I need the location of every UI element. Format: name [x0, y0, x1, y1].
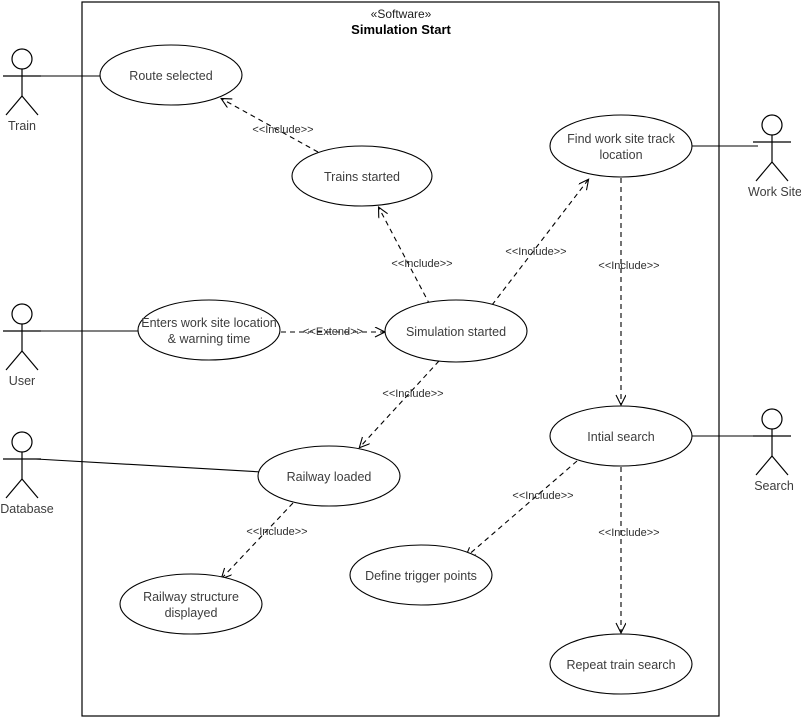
actor-label: Train [8, 119, 36, 133]
actor-leg-right-icon [21, 350, 39, 371]
use-case-label-line1: Enters work site location [141, 316, 277, 330]
actor-label: User [9, 374, 35, 388]
use-case-ellipse[interactable] [99, 44, 243, 106]
relationships-layer [222, 99, 621, 632]
use-case-label: Define trigger points [365, 569, 477, 583]
relationship-label-include-trains-to-route: <<Include>> [252, 124, 313, 136]
relationship-label-include-railway-to-structure: <<Include>> [246, 526, 307, 538]
use-case-ellipse[interactable] [549, 114, 693, 178]
use-case-repeat-train-search[interactable]: Repeat train search [549, 633, 693, 695]
actor-leg-left-icon [5, 350, 23, 371]
system-boundary [81, 1, 720, 717]
use-case-ellipse[interactable] [549, 405, 693, 467]
actor-head-icon [11, 431, 33, 453]
actor-label: Database [0, 502, 54, 516]
use-case-find-work-site-track-location[interactable]: Find work site track location [549, 114, 693, 178]
relationship-label-extend-enters-to-simulation: <<Extend>> [303, 326, 363, 338]
actor-leg-right-icon [21, 95, 39, 116]
use-case-enters-work-site-location-warning-time[interactable]: Enters work site location & warning time [137, 299, 281, 361]
associations-layer [35, 75, 758, 473]
actor-head-icon [761, 408, 783, 430]
use-case-railway-loaded[interactable]: Railway loaded [257, 445, 401, 507]
use-case-intial-search[interactable]: Intial search [549, 405, 693, 467]
use-case-ellipse[interactable] [291, 145, 433, 207]
use-case-ellipse[interactable] [257, 445, 401, 507]
actor-head-icon [11, 303, 33, 325]
actor-label: Search [754, 479, 794, 493]
use-case-label-line2: & warning time [168, 332, 251, 346]
actor-leg-right-icon [21, 478, 39, 499]
use-case-railway-structure-displayed[interactable]: Railway structure displayed [119, 573, 263, 635]
actor-work-site[interactable]: Work Site [748, 114, 801, 199]
relationship-simulation-started-to-find-track [491, 180, 588, 306]
actor-leg-left-icon [5, 95, 23, 116]
actor-leg-left-icon [755, 161, 773, 182]
relationship-labels-layer: <<Include>> <<Include>> <<Include>> <<Ex… [246, 124, 659, 539]
actor-database[interactable]: Database [0, 431, 54, 516]
use-case-label: Intial search [587, 430, 654, 444]
relationship-trains-started-to-route-selected [222, 99, 319, 153]
actor-leg-left-icon [755, 455, 773, 476]
use-case-ellipse[interactable] [137, 299, 281, 361]
use-case-label-line2: displayed [165, 606, 218, 620]
relationship-label-include-simulation-to-find-track: <<Include>> [505, 246, 566, 258]
use-cases-layer: Route selected Trains started Find work … [99, 44, 693, 695]
actor-head-icon [11, 48, 33, 70]
use-case-ellipse[interactable] [384, 299, 528, 363]
use-case-label: Trains started [324, 170, 400, 184]
use-case-label-line1: Railway structure [143, 590, 239, 604]
system-stereotype: «Software» [371, 7, 432, 21]
relationship-simulation-started-to-trains-started [379, 208, 431, 306]
actor-leg-right-icon [771, 455, 789, 476]
use-case-label: Simulation started [406, 325, 506, 339]
use-case-define-trigger-points[interactable]: Define trigger points [349, 544, 493, 606]
use-case-label: Route selected [129, 69, 212, 83]
actor-label: Work Site [748, 185, 801, 199]
actors-layer: Train User Database [0, 48, 801, 516]
relationship-railway-loaded-to-structure-displayed [222, 502, 294, 578]
system-title: Simulation Start [351, 22, 451, 37]
relationship-intial-search-to-define-trigger-points [466, 460, 578, 557]
use-case-label-line2: location [599, 148, 642, 162]
use-case-trains-started[interactable]: Trains started [291, 145, 433, 207]
use-case-label: Repeat train search [566, 658, 675, 672]
actor-leg-right-icon [771, 161, 789, 182]
relationship-simulation-started-to-railway-loaded [360, 360, 440, 447]
relationship-label-include-intial-search-to-repeat: <<Include>> [598, 527, 659, 539]
use-case-ellipse[interactable] [349, 544, 493, 606]
use-case-ellipse[interactable] [119, 573, 263, 635]
use-case-simulation-started[interactable]: Simulation started [384, 299, 528, 363]
actor-head-icon [761, 114, 783, 136]
use-case-route-selected[interactable]: Route selected [99, 44, 243, 106]
association-database-railway-loaded [35, 458, 263, 473]
use-case-label-line1: Find work site track [567, 132, 675, 146]
relationship-label-include-intial-search-to-trigger-points: <<Include>> [512, 490, 573, 502]
use-case-ellipse[interactable] [549, 633, 693, 695]
relationship-label-include-simulation-to-railway-loaded: <<Include>> [382, 388, 443, 400]
actor-leg-left-icon [5, 478, 23, 499]
relationship-label-include-simulation-to-trains: <<Include>> [391, 258, 452, 270]
relationship-label-include-find-track-to-intial-search: <<Include>> [598, 260, 659, 272]
use-case-label: Railway loaded [287, 470, 372, 484]
actor-user[interactable]: User [3, 303, 41, 388]
actor-search[interactable]: Search [753, 408, 794, 493]
actor-train[interactable]: Train [3, 48, 41, 133]
